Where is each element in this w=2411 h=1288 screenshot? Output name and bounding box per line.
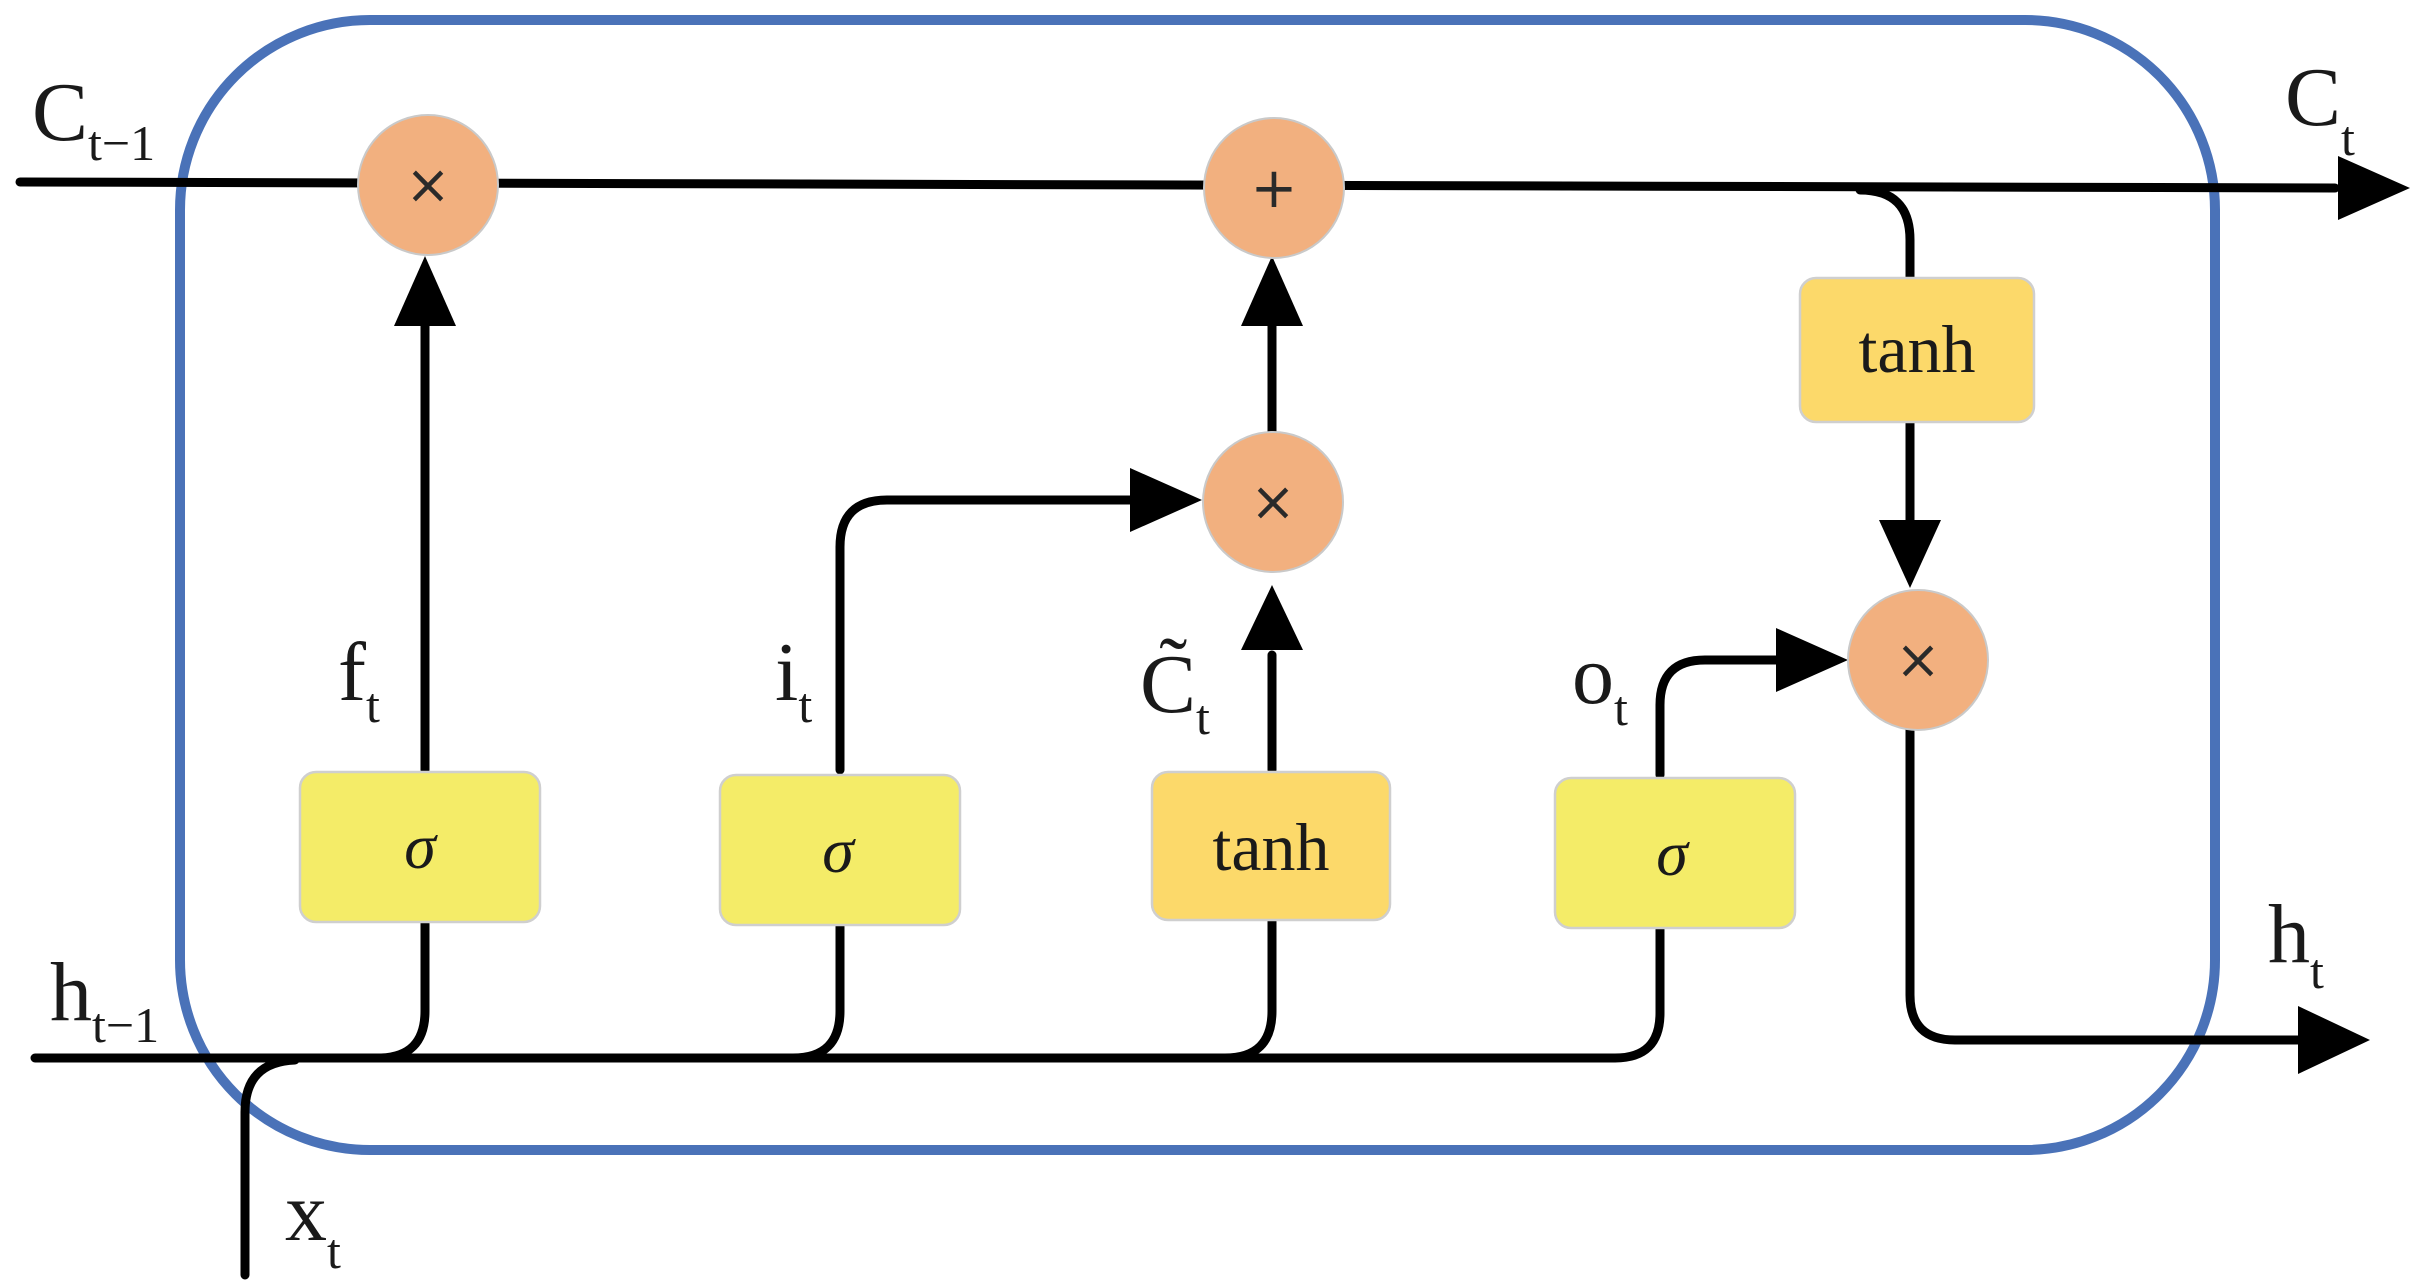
tanh-arrowhead (1879, 520, 1941, 588)
forget-multiply-node: × (357, 114, 499, 256)
candidate-arrowhead (1241, 585, 1303, 650)
label-c-next-sub: t (2341, 110, 2355, 166)
input-gate-branch (788, 915, 845, 1063)
label-c-next-base: C (2285, 51, 2341, 144)
output-gate-box: σ (1553, 776, 1797, 930)
candidate-gate-box: tanh (1150, 770, 1392, 922)
label-x-in-base: x (285, 1166, 327, 1259)
forget-gate-symbol: σ (404, 811, 438, 882)
forget-gate-box: σ (298, 770, 542, 924)
forget-arrowhead (394, 256, 456, 326)
x-input-line (240, 1055, 300, 1280)
forget-multiply-symbol: × (405, 153, 450, 216)
hidden-input-line (30, 910, 1665, 1063)
label-f-gate-sub: t (366, 677, 380, 733)
cell-to-tanh-wire (1855, 185, 1915, 283)
input-multiply-node: × (1202, 431, 1344, 573)
label-i-gate-sub: t (798, 677, 812, 733)
hidden-out-arrowhead (2298, 1006, 2370, 1074)
label-f-gate-base: f (338, 626, 366, 719)
forget-gate-branch (373, 915, 430, 1063)
label-h-next-sub: t (2310, 943, 2324, 999)
label-f-gate: ft (338, 626, 380, 733)
output-gate-output-wire (1655, 655, 1783, 780)
candidate-branch (1220, 913, 1277, 1063)
output-multiply-node: × (1847, 589, 1989, 731)
label-c-tilde: C̃t (1140, 638, 1210, 745)
label-o-gate-base: o (1572, 629, 1614, 722)
label-h-next: ht (2268, 888, 2324, 999)
cell-boundary (175, 15, 2220, 1155)
cell-tanh-box: tanh (1798, 276, 2036, 424)
label-c-tilde-base: C̃ (1140, 638, 1196, 731)
label-c-next: Ct (2285, 51, 2355, 166)
candidate-gate-symbol: tanh (1212, 809, 1329, 885)
cell-add-node: + (1203, 117, 1345, 259)
output-gate-arrowhead (1776, 628, 1848, 692)
label-o-gate-sub: t (1614, 680, 1628, 736)
output-multiply-symbol: × (1895, 628, 1940, 691)
input-multiply-symbol: × (1250, 470, 1295, 533)
label-h-next-base: h (2268, 888, 2310, 981)
label-c-prev-base: C (32, 66, 88, 159)
label-h-prev-sub: t−1 (92, 997, 159, 1053)
input-gate-symbol: σ (822, 815, 856, 886)
cell-add-arrowhead (1241, 256, 1303, 326)
label-x-in: xt (285, 1166, 341, 1279)
label-h-prev: ht−1 (50, 946, 159, 1053)
input-arrowhead (1130, 468, 1202, 532)
hidden-output-line (1905, 723, 2315, 1045)
cell-state-out-arrowhead (2338, 156, 2410, 220)
output-gate-symbol: σ (1656, 818, 1690, 889)
label-i-gate: it (775, 626, 812, 733)
label-c-prev-sub: t−1 (88, 115, 155, 171)
label-c-tilde-sub: t (1196, 689, 1210, 745)
cell-tanh-symbol: tanh (1858, 311, 1975, 387)
label-c-prev: Ct−1 (32, 66, 155, 171)
label-o-gate: ot (1572, 629, 1628, 736)
label-h-prev-base: h (50, 946, 92, 1039)
label-x-in-sub: t (327, 1223, 341, 1279)
input-gate-box: σ (718, 773, 962, 927)
input-gate-output-wire (835, 495, 1135, 775)
cell-add-symbol: + (1251, 156, 1298, 221)
label-i-gate-base: i (775, 626, 798, 719)
